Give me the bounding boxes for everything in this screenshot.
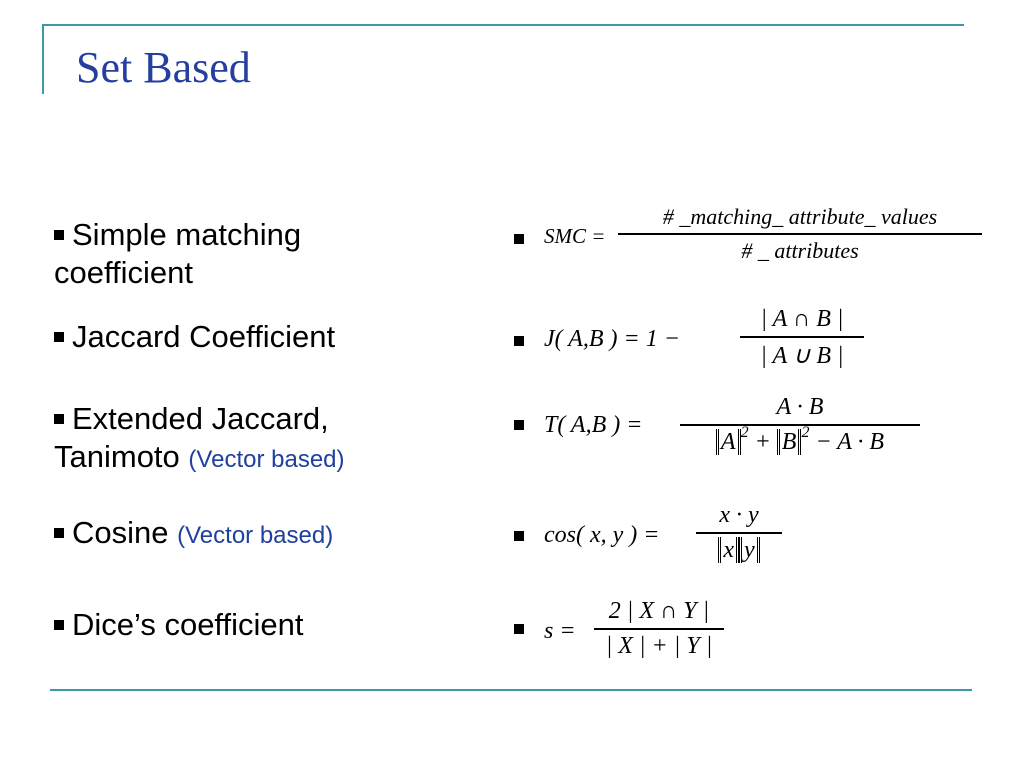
fraction-bar bbox=[696, 532, 782, 534]
square-bullet-icon bbox=[514, 234, 524, 244]
square-bullet-icon bbox=[54, 620, 64, 630]
list-item-cosine: Cosine (Vector based) bbox=[54, 514, 333, 555]
dice-fraction: 2 | X ∩ Y | | X | + | Y | bbox=[594, 598, 724, 660]
item-label-cont: Tanimoto bbox=[54, 439, 180, 474]
fraction-bar bbox=[740, 336, 864, 338]
norm-a: A bbox=[715, 428, 741, 455]
jaccard-lhs: J( A,B ) = 1 − bbox=[544, 326, 680, 352]
jaccard-fraction: | A ∩ B | | A ∪ B | bbox=[740, 306, 864, 370]
list-item-smc: Simple matching coefficient bbox=[54, 216, 301, 292]
den-tail: − A · B bbox=[815, 428, 885, 455]
item-note: (Vector based) bbox=[177, 522, 334, 549]
square-bullet-icon bbox=[54, 332, 64, 342]
dice-lhs: s = bbox=[544, 618, 576, 644]
smc-fraction: # _matching_ attribute_ values # _ attri… bbox=[618, 204, 982, 264]
jaccard-denominator: | A ∪ B | bbox=[760, 342, 844, 369]
item-label: Simple matching bbox=[72, 217, 302, 252]
item-label: Cosine bbox=[72, 515, 169, 550]
list-item-tanimoto: Extended Jaccard, Tanimoto (Vector based… bbox=[54, 400, 345, 479]
exponent: 2 bbox=[801, 423, 810, 441]
left-accent-line bbox=[42, 24, 44, 94]
item-note: (Vector based) bbox=[188, 446, 345, 473]
item-label-cont: coefficient bbox=[54, 255, 194, 290]
fraction-bar bbox=[618, 233, 982, 235]
jaccard-numerator: | A ∩ B | bbox=[760, 306, 844, 332]
smc-denominator: # _ attributes bbox=[741, 237, 859, 263]
item-label: Jaccard Coefficient bbox=[72, 319, 336, 354]
list-item-jaccard: Jaccard Coefficient bbox=[54, 318, 335, 356]
exponent: 2 bbox=[740, 423, 749, 441]
tanimoto-lhs: T( A,B ) = bbox=[544, 412, 643, 438]
tanimoto-numerator: A · B bbox=[776, 394, 824, 420]
norm-b: B bbox=[776, 428, 802, 455]
square-bullet-icon bbox=[514, 624, 524, 634]
cosine-numerator: x · y bbox=[719, 502, 759, 528]
dice-numerator: 2 | X ∩ Y | bbox=[608, 598, 710, 624]
norm-y: y bbox=[739, 536, 760, 563]
square-bullet-icon bbox=[514, 336, 524, 346]
top-accent-line bbox=[42, 24, 964, 26]
square-bullet-icon bbox=[514, 420, 524, 430]
fraction-bar bbox=[680, 424, 920, 426]
square-bullet-icon bbox=[514, 531, 524, 541]
square-bullet-icon bbox=[54, 528, 64, 538]
slide-title: Set Based bbox=[76, 43, 251, 92]
square-bullet-icon bbox=[54, 414, 64, 424]
fraction-bar bbox=[594, 628, 724, 630]
dice-denominator: | X | + | Y | bbox=[605, 632, 713, 659]
list-item-dice: Dice’s coefficient bbox=[54, 606, 303, 644]
cosine-lhs: cos( x, y ) = bbox=[544, 522, 660, 548]
item-label: Dice’s coefficient bbox=[72, 607, 304, 642]
norm-x: x bbox=[718, 536, 739, 563]
smc-lhs: SMC = bbox=[544, 224, 606, 248]
smc-numerator: # _matching_ attribute_ values bbox=[662, 204, 938, 229]
bottom-accent-line bbox=[50, 689, 972, 691]
item-label: Extended Jaccard, bbox=[72, 401, 329, 436]
square-bullet-icon bbox=[54, 230, 64, 240]
